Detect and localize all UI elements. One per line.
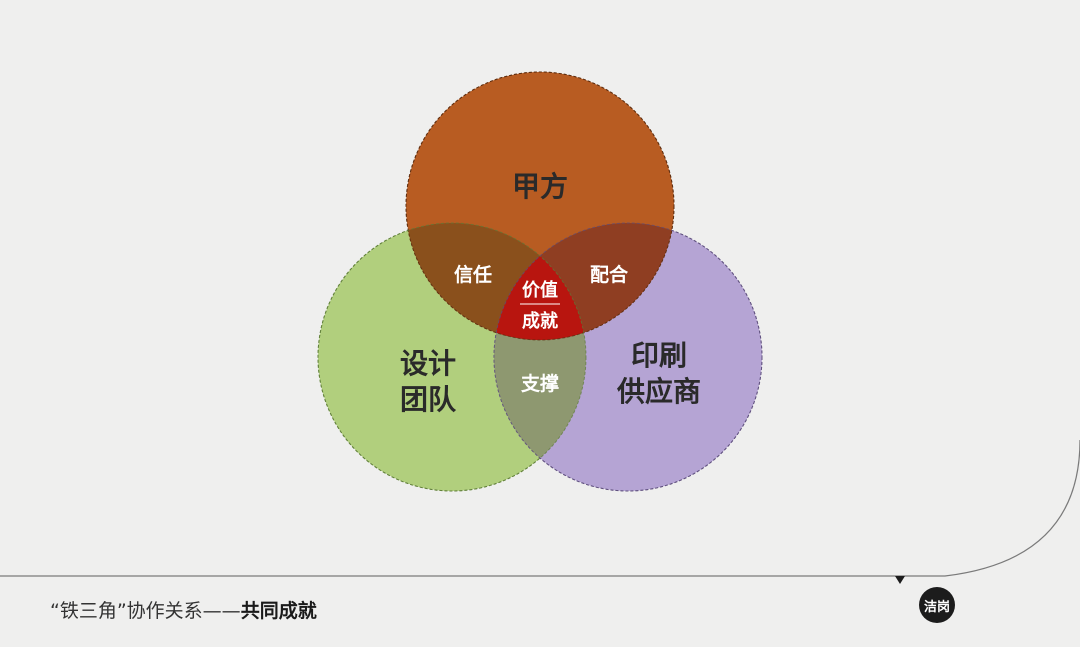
printer-label-line1: 印刷 <box>631 339 687 372</box>
center-overlap <box>494 223 586 340</box>
center-label-line1: 价值 <box>522 279 558 301</box>
trust-label: 信任 <box>454 263 492 286</box>
printer-label-line2: 供应商 <box>616 375 701 408</box>
design-label-line1: 设计 <box>400 347 456 380</box>
printer-circle-outline <box>493 222 763 492</box>
footer-caption-emphasis: 共同成就 <box>240 600 317 622</box>
coordination-label: 配合 <box>590 263 629 286</box>
client-label: 甲方 <box>512 170 568 203</box>
frame-notch <box>895 576 905 584</box>
design-label-line2: 团队 <box>400 383 457 416</box>
footer-caption-prefix: “铁三角”协作关系—— <box>50 600 241 622</box>
client-circle-outline <box>405 71 675 341</box>
brand-logo: 洁岗 <box>919 587 955 623</box>
design-circle-outline <box>317 222 587 492</box>
footer-caption: “铁三角”协作关系——共同成就 <box>50 596 317 623</box>
brand-logo-text: 洁岗 <box>923 599 950 615</box>
support-label: 支撑 <box>520 372 559 395</box>
center-label-line2: 成就 <box>522 310 558 332</box>
frame-line <box>0 439 1080 577</box>
